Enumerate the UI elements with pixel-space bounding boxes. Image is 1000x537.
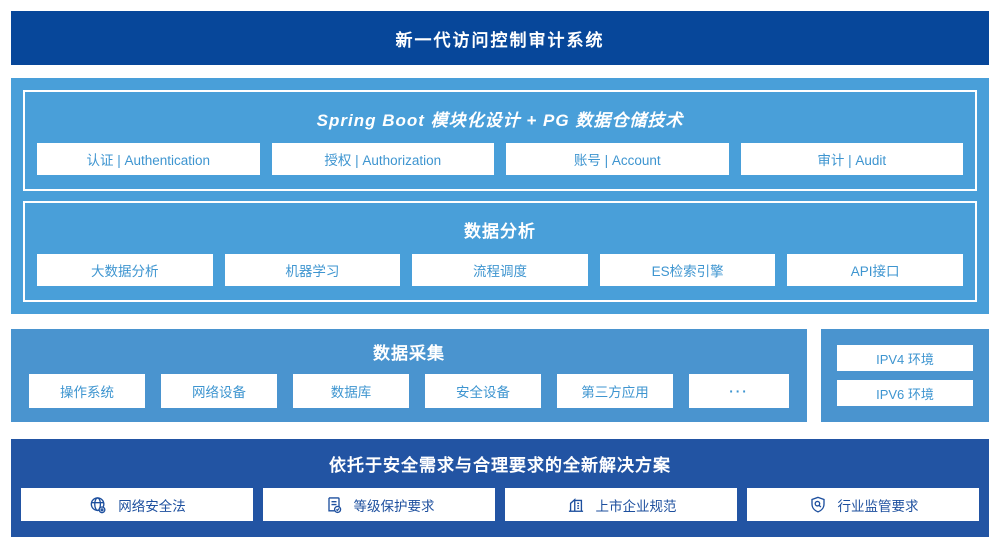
solution-row: 网络安全法 等级保护要求 <box>21 488 979 521</box>
requirement-classified-protection: 等级保护要求 <box>263 488 495 521</box>
collection-environment-row: 数据采集 操作系统 网络设备 数据库 安全设备 第三方应用 ··· IPV4 环… <box>11 329 989 422</box>
module-audit: 审计 | Audit <box>740 143 963 175</box>
data-collection-title: 数据采集 <box>373 344 445 363</box>
spring-boot-module-row: 认证 | Authentication 授权 | Authorization 账… <box>37 143 963 175</box>
module-authorization: 授权 | Authorization <box>271 143 494 175</box>
ipv6-environment: IPV6 环境 <box>837 380 973 406</box>
requirement-label: 行业监管要求 <box>837 498 919 514</box>
module-machine-learning: 机器学习 <box>224 254 401 286</box>
source-more-ellipsis: ··· <box>689 374 789 408</box>
source-network-device: 网络设备 <box>161 374 277 408</box>
source-security-device: 安全设备 <box>425 374 541 408</box>
shield-search-icon <box>808 495 828 515</box>
requirement-label: 等级保护要求 <box>353 498 435 514</box>
requirement-label: 网络安全法 <box>118 498 186 514</box>
module-account: 账号 | Account <box>506 143 729 175</box>
source-operating-system: 操作系统 <box>29 374 145 408</box>
globe-icon <box>88 495 108 515</box>
module-es-search-engine: ES检索引擎 <box>599 254 776 286</box>
ipv4-environment: IPV4 环境 <box>837 345 973 371</box>
ip-environment-section: IPV4 环境 IPV6 环境 <box>821 329 989 422</box>
module-flow-scheduling: 流程调度 <box>412 254 588 286</box>
data-collection-source-row: 操作系统 网络设备 数据库 安全设备 第三方应用 ··· <box>29 374 789 408</box>
requirement-label: 上市企业规范 <box>595 498 677 514</box>
building-icon <box>566 495 586 515</box>
data-analysis-panel: 数据分析 大数据分析 机器学习 流程调度 ES检索引擎 API接口 <box>23 201 977 302</box>
module-api-interface: API接口 <box>787 254 963 286</box>
spring-boot-panel-title: Spring Boot 模块化设计 + PG 数据仓储技术 <box>316 111 684 130</box>
top-banner: 新一代访问控制审计系统 <box>11 11 989 65</box>
architecture-section: Spring Boot 模块化设计 + PG 数据仓储技术 认证 | Authe… <box>11 78 989 314</box>
requirement-industry-regulation: 行业监管要求 <box>747 488 979 521</box>
spring-boot-panel: Spring Boot 模块化设计 + PG 数据仓储技术 认证 | Authe… <box>23 90 977 191</box>
data-collection-section: 数据采集 操作系统 网络设备 数据库 安全设备 第三方应用 ··· <box>11 329 807 422</box>
data-analysis-module-row: 大数据分析 机器学习 流程调度 ES检索引擎 API接口 <box>37 254 963 286</box>
requirement-cybersecurity-law: 网络安全法 <box>21 488 253 521</box>
requirement-listed-company: 上市企业规范 <box>505 488 737 521</box>
module-big-data-analysis: 大数据分析 <box>37 254 213 286</box>
data-analysis-panel-title: 数据分析 <box>464 222 536 241</box>
source-third-party-app: 第三方应用 <box>557 374 673 408</box>
document-check-icon <box>324 495 344 515</box>
solution-title: 依托于安全需求与合理要求的全新解决方案 <box>329 456 671 475</box>
module-authentication: 认证 | Authentication <box>37 143 260 175</box>
solution-section: 依托于安全需求与合理要求的全新解决方案 网络安全法 <box>11 439 989 537</box>
system-title: 新一代访问控制审计系统 <box>395 30 605 50</box>
source-database: 数据库 <box>293 374 409 408</box>
